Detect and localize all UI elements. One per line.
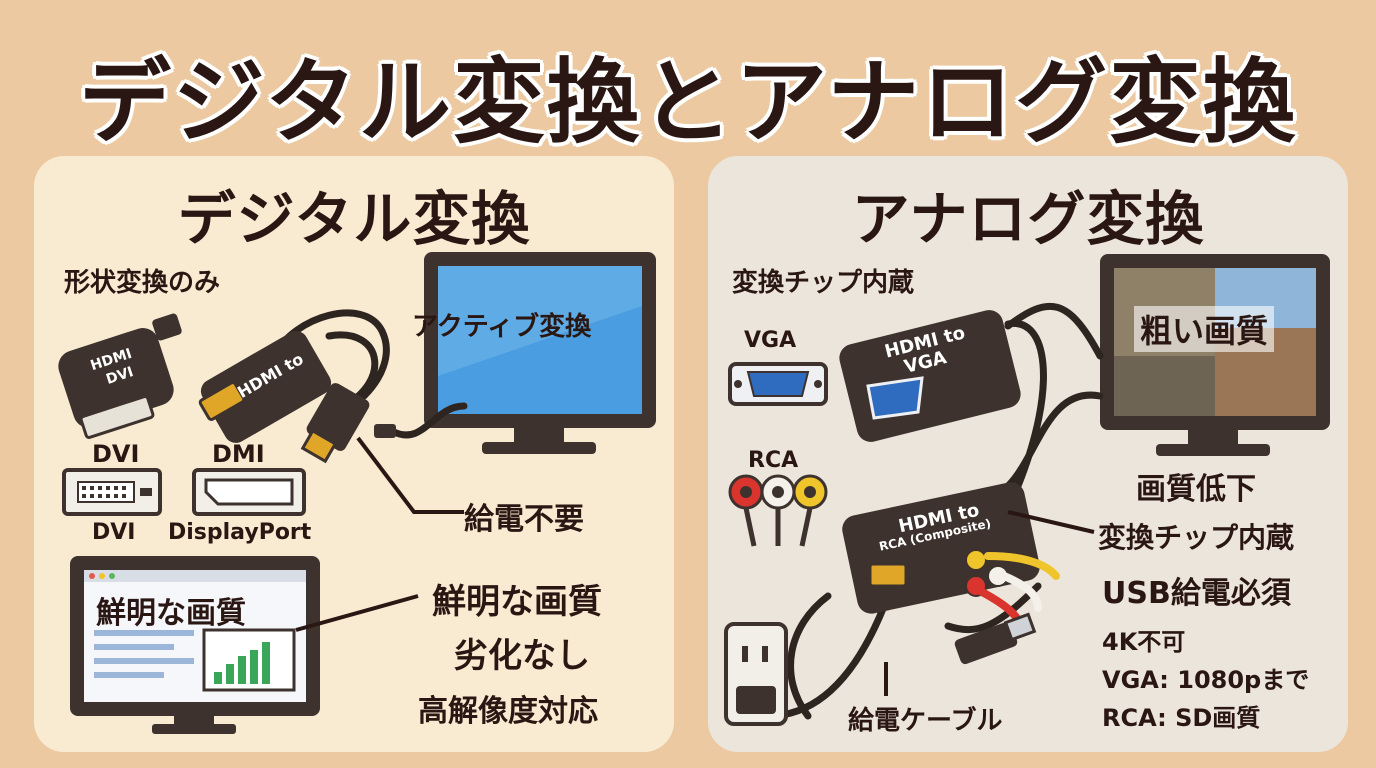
- vga-port-icon: [728, 362, 828, 406]
- analog-panel: アナログ変換: [708, 156, 1348, 752]
- wall-outlet-icon: [724, 622, 788, 726]
- chip-side-label: 変換チップ内蔵: [1098, 521, 1295, 554]
- hdmi-dvi-adapter-icon: [58, 313, 182, 439]
- rough-picture-tv-icon: [1100, 254, 1330, 456]
- benefit-clear: 鮮明な画質: [432, 582, 602, 622]
- shape-only-label: 形状変換のみ: [64, 268, 221, 298]
- active-conversion-label: アクティブ変換: [412, 312, 592, 342]
- no-power-leader: [356, 436, 464, 514]
- vga-limit-label: VGA: 1080pまで: [1102, 666, 1310, 694]
- analog-heading: アナログ変換: [851, 185, 1205, 253]
- chip-top-label: 変換チップ内蔵: [732, 268, 915, 298]
- digital-illustration: [58, 252, 656, 734]
- dvi-port-icon: [62, 468, 162, 516]
- mini-plug-icon: [374, 424, 396, 438]
- digital-panel: デジタル変換: [34, 156, 674, 752]
- digital-heading: デジタル変換: [177, 185, 531, 253]
- dvi-bottom-label: DVI: [92, 520, 136, 545]
- rca-limit-label: RCA: SD画質: [1102, 704, 1261, 732]
- vga-label: VGA: [744, 328, 797, 353]
- displayport-label: DisplayPort: [168, 520, 312, 545]
- benefit-high-res: 高解像度対応: [418, 694, 598, 729]
- benefit-leader: [295, 594, 419, 632]
- rough-picture-label: 粗い画質: [1134, 306, 1275, 352]
- dvi-top-label: DVI: [92, 440, 140, 468]
- hdmi-to-rca-box-icon: [842, 482, 1040, 614]
- displayport-port-icon: [192, 468, 306, 516]
- dmi-top-label: DMI: [212, 440, 265, 468]
- screen-clear-label: 鮮明な画質: [96, 596, 246, 631]
- clear-screen-monitor-icon: [70, 556, 320, 734]
- degrade-label: 画質低下: [1136, 472, 1256, 507]
- tv-monitor-icon: [424, 252, 656, 454]
- usb-plug-icon: [954, 612, 1037, 665]
- no-power-label: 給電不要: [464, 502, 584, 537]
- chip-leader: [1007, 510, 1095, 534]
- hdmi-to-vga-box-icon: [839, 310, 1021, 442]
- page-title: デジタル変換とアナログ変換: [78, 49, 1298, 156]
- usb-power-label: USB給電必須: [1102, 576, 1291, 611]
- power-cable-label: 給電ケーブル: [848, 706, 1003, 736]
- rca-label: RCA: [748, 448, 799, 473]
- no-4k-label: 4K不可: [1102, 628, 1186, 656]
- hdmi-to-adapter-icon: [198, 331, 332, 443]
- rca-plugs-icon: [728, 474, 828, 547]
- benefit-no-degrade: 劣化なし: [454, 636, 590, 676]
- displayport-plug-icon: [300, 383, 370, 464]
